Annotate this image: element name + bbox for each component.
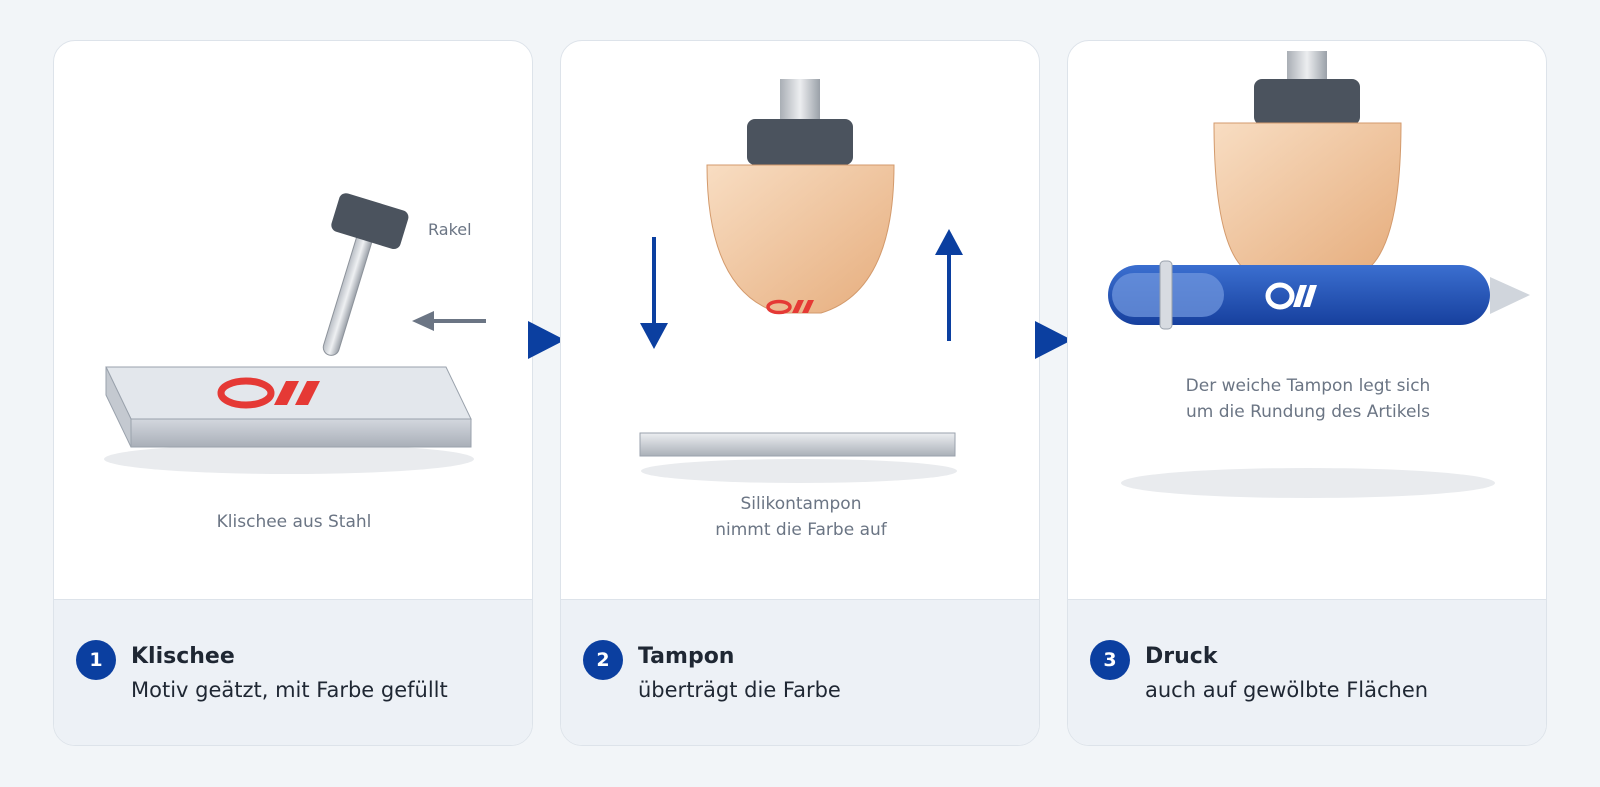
step-3-caption-line2: um die Rundung des Artikels (1185, 402, 1431, 422)
tampon-illustration (639, 79, 963, 483)
step-1-title: Klischee (131, 644, 235, 669)
plate-shadow (104, 444, 474, 474)
step-1-subtitle: Motiv geätzt, mit Farbe gefüllt (131, 678, 448, 702)
bar-shadow (641, 459, 957, 483)
cliche-illustration (104, 193, 486, 474)
cliche-bar (639, 432, 956, 457)
pad-holder (747, 119, 853, 165)
pen (1108, 260, 1530, 330)
step-2-footer: 2 Tampon überträgt die Farbe (561, 599, 1039, 745)
pad-logo (766, 299, 814, 315)
squeegee-icon (322, 193, 409, 356)
step-3-subtitle: auch auf gewölbte Flächen (1145, 678, 1429, 702)
step-2-caption-line1: Silikontampon (740, 494, 862, 514)
step-1-footer: 1 Klischee Motiv geätzt, mit Farbe gefül… (54, 599, 532, 745)
step-3-badge: 3 (1090, 640, 1130, 680)
etched-logo (217, 377, 320, 409)
pen-logo (1265, 282, 1317, 310)
print-illustration (1108, 51, 1530, 498)
arrow-up-icon (935, 229, 963, 341)
step-2-badge: 2 (583, 640, 623, 680)
next-arrow-icon (1035, 321, 1072, 359)
step-2-title: Tampon (638, 644, 735, 669)
silicone-pad (1213, 122, 1402, 270)
step-2-subtitle: überträgt die Farbe (638, 678, 841, 702)
step-card-2: Silikontampon nimmt die Farbe auf 2 Tamp… (560, 40, 1040, 746)
pen-shadow (1121, 468, 1495, 498)
step-1-caption: Klischee aus Stahl (216, 512, 372, 532)
next-arrow-icon (528, 321, 565, 359)
pad-holder (1254, 79, 1360, 125)
arrow-left-icon (412, 311, 486, 331)
step-card-3: Der weiche Tampon legt sich um die Rundu… (1067, 40, 1547, 746)
steel-plate (105, 366, 472, 448)
silicone-pad (706, 164, 895, 314)
press-rod (780, 79, 820, 125)
step-card-1: Rakel Klischee aus Stahl 1 Klischee Moti… (53, 40, 533, 746)
step-2-caption-line2: nimmt die Farbe auf (715, 520, 887, 540)
squeegee-label: Rakel (428, 220, 472, 239)
step-3-caption-line1: Der weiche Tampon legt sich (1185, 376, 1431, 396)
step-3-title: Druck (1145, 644, 1218, 669)
step-1-badge: 1 (76, 640, 116, 680)
step-3-footer: 3 Druck auch auf gewölbte Flächen (1068, 599, 1546, 745)
arrow-down-icon (640, 237, 668, 349)
